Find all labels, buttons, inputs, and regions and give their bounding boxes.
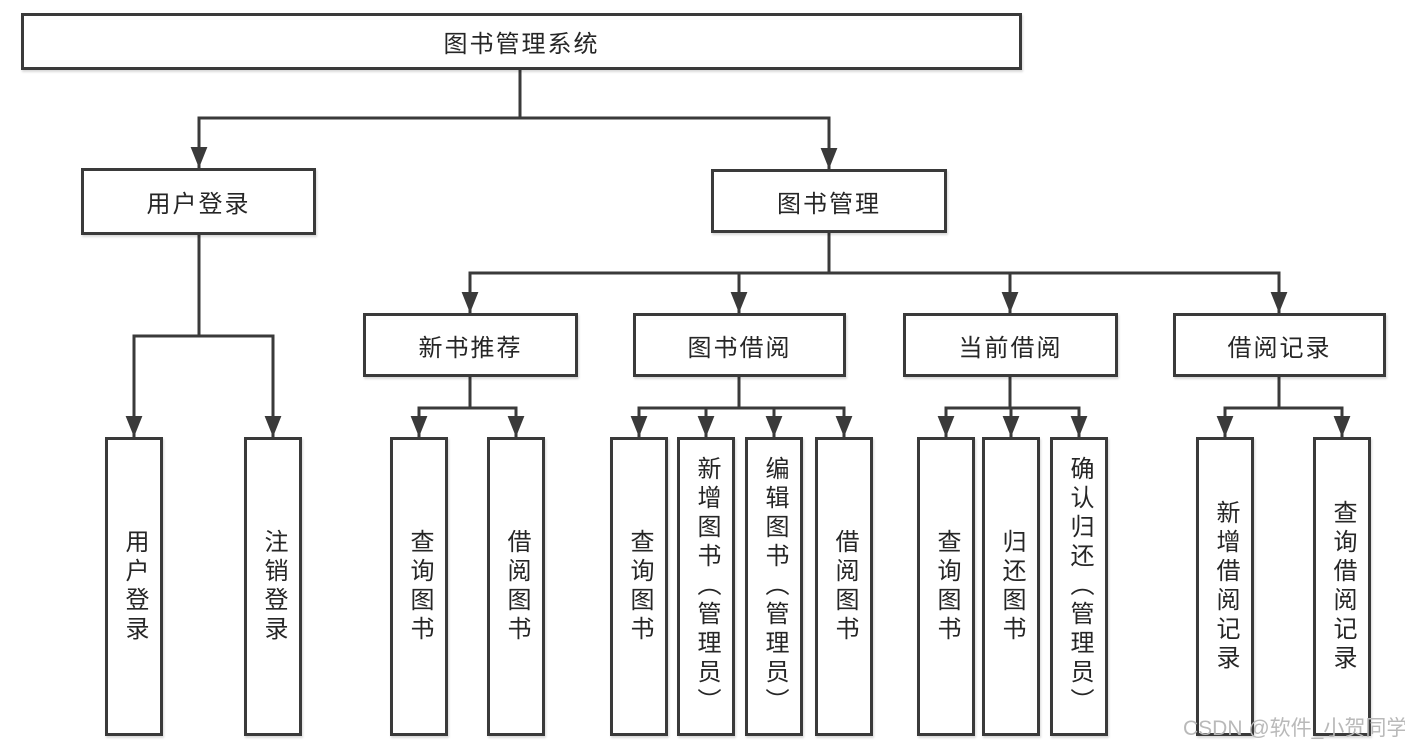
node-label: 新书推荐 bbox=[418, 334, 523, 362]
leaf-label: 借阅图书 bbox=[831, 528, 858, 645]
node-new-book-recommend: 新书推荐 bbox=[363, 313, 578, 377]
leaf-label: 新增借阅记录 bbox=[1212, 499, 1239, 674]
leaf-borrow-books: 借阅图书 bbox=[815, 437, 873, 736]
node-label: 图书管理系统 bbox=[443, 31, 600, 58]
leaf-edit-book-admin: 编辑图书（管理员） bbox=[745, 437, 803, 736]
node-label: 图书借阅 bbox=[687, 334, 792, 362]
leaf-label: 归还图书 bbox=[998, 528, 1025, 645]
leaf-add-borrow-record: 新增借阅记录 bbox=[1196, 437, 1254, 736]
leaf-label: 编辑图书（管理员） bbox=[761, 456, 788, 717]
leaf-logout: 注销登录 bbox=[244, 437, 302, 736]
leaf-return-book: 归还图书 bbox=[982, 437, 1040, 736]
leaf-query-books-recommend: 查询图书 bbox=[390, 437, 448, 736]
node-label: 借阅记录 bbox=[1227, 334, 1332, 362]
node-label: 用户登录 bbox=[146, 191, 251, 218]
leaf-label: 新增图书（管理员） bbox=[693, 456, 720, 717]
leaf-confirm-return-admin: 确认归还（管理员） bbox=[1050, 437, 1108, 736]
leaf-query-books-borrow: 查询图书 bbox=[610, 437, 668, 736]
leaf-label: 查询图书 bbox=[626, 528, 653, 645]
node-book-borrow: 图书借阅 bbox=[633, 313, 846, 377]
leaf-label: 查询图书 bbox=[933, 528, 960, 645]
node-label: 当前借阅 bbox=[958, 334, 1063, 362]
node-user-login: 用户登录 bbox=[81, 168, 316, 235]
leaf-query-borrow-record: 查询借阅记录 bbox=[1313, 437, 1371, 736]
node-root: 图书管理系统 bbox=[21, 13, 1022, 70]
leaf-add-book-admin: 新增图书（管理员） bbox=[677, 437, 735, 736]
leaf-label: 确认归还（管理员） bbox=[1066, 456, 1093, 717]
node-current-borrow: 当前借阅 bbox=[903, 313, 1118, 377]
leaf-user-login: 用户登录 bbox=[105, 437, 163, 736]
leaf-label: 查询图书 bbox=[406, 528, 433, 645]
leaf-label: 用户登录 bbox=[121, 528, 148, 645]
node-book-management: 图书管理 bbox=[711, 169, 947, 233]
leaf-label: 注销登录 bbox=[260, 528, 287, 645]
node-borrow-records: 借阅记录 bbox=[1173, 313, 1386, 377]
leaf-label: 借阅图书 bbox=[503, 528, 530, 645]
leaf-label: 查询借阅记录 bbox=[1329, 499, 1356, 674]
node-label: 图书管理 bbox=[777, 190, 881, 218]
leaf-query-books-current: 查询图书 bbox=[917, 437, 975, 736]
csdn-watermark: CSDN @软件_小贺同学 bbox=[1183, 717, 1405, 740]
leaf-borrow-books-recommend: 借阅图书 bbox=[487, 437, 545, 736]
